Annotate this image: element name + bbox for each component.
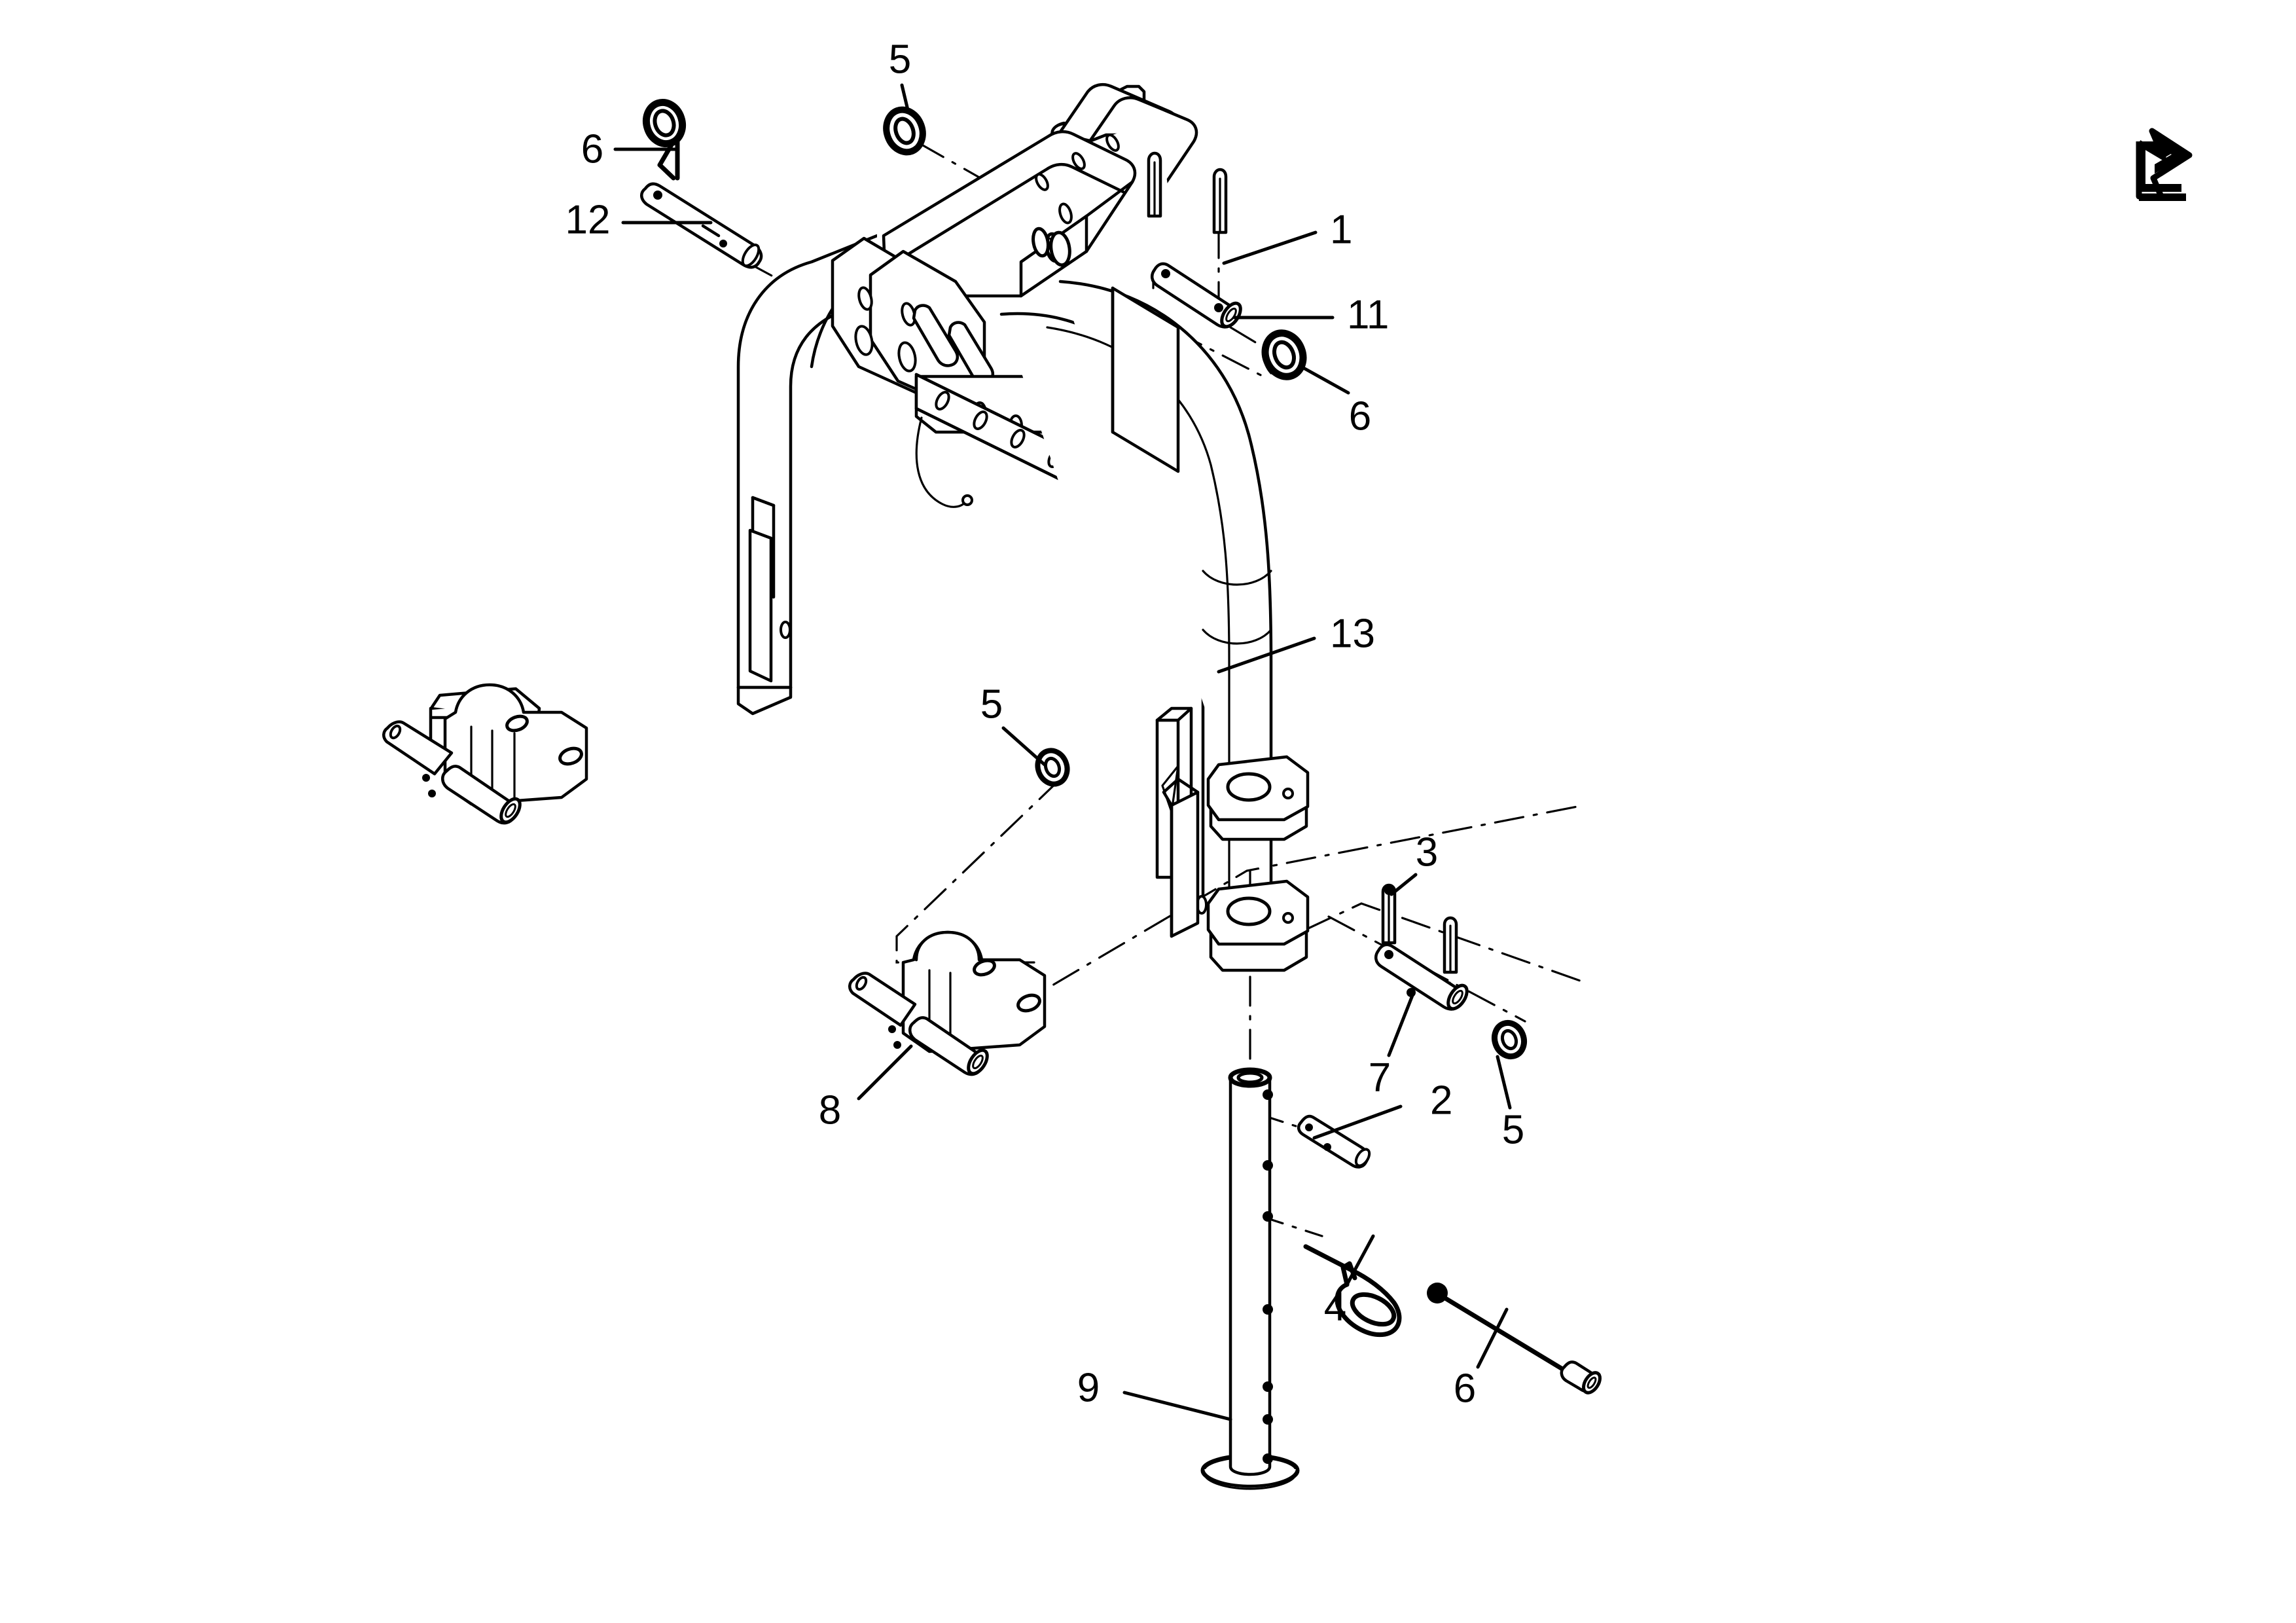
callout-5-right[interactable]: 5 [1496, 1055, 1524, 1152]
callout-3[interactable]: 3 [1390, 830, 1438, 896]
part-7-spring-cotter-pin [642, 98, 687, 181]
callout-1-leader [1222, 230, 1318, 265]
part-13-pin [640, 182, 763, 269]
callout-14-label: 13 [1330, 611, 1375, 656]
callout-6-top[interactable]: 5 [889, 37, 911, 115]
part-8-long-rod [1427, 1283, 1602, 1395]
part-10-bracket-lower [848, 930, 1047, 1076]
part-6b-washer [1261, 329, 1307, 380]
callout-6-label: 5 [889, 37, 911, 82]
part-1-cotter-pin [1147, 151, 1228, 234]
callout-8-leader [1476, 1307, 1509, 1369]
callout-layer: 1 11 5 6 6 12 [565, 37, 1524, 1421]
callout-4[interactable]: 4 [1324, 1234, 1375, 1329]
callout-4-leader [1345, 1234, 1375, 1286]
callout-5b-leader [1496, 1055, 1512, 1110]
callout-8-label: 6 [1454, 1366, 1476, 1411]
callout-4-label: 4 [1324, 1284, 1346, 1329]
main-hitch-assembly [736, 83, 1310, 972]
part-11-jack-post [1200, 1067, 1300, 1490]
part-12-clevis-pin [1151, 262, 1242, 329]
callout-11-leader [1122, 1391, 1232, 1421]
callout-6-mid[interactable]: 6 [1299, 365, 1371, 439]
callout-14[interactable]: 13 [1217, 611, 1375, 674]
callout-6-leader [900, 83, 910, 115]
bracket-upper-left [382, 683, 588, 825]
callout-5-leader [1001, 726, 1047, 767]
part-9-clevis-pin [1374, 943, 1469, 1011]
callout-12-label: 11 [1347, 292, 1389, 337]
callout-13[interactable]: 12 [565, 197, 713, 242]
callout-11-label: 9 [1077, 1365, 1100, 1410]
callout-3-leader [1390, 873, 1418, 896]
callout-9[interactable]: 7 [1369, 992, 1415, 1100]
callout-7[interactable]: 6 [581, 126, 677, 172]
callout-14-leader [1217, 636, 1316, 674]
callout-11[interactable]: 9 [1077, 1365, 1232, 1421]
forward-direction-arrow [2136, 128, 2193, 201]
callout-1-label: 1 [1330, 207, 1352, 252]
part-6-washer-top [883, 106, 926, 156]
part-5-washer-left [1035, 748, 1070, 787]
callout-2[interactable]: 2 [1312, 1078, 1452, 1140]
callout-6b-label: 6 [1349, 393, 1371, 439]
callout-2-leader [1312, 1104, 1403, 1140]
callout-6b-leader [1299, 365, 1350, 395]
callout-10-label: 8 [819, 1087, 841, 1133]
callout-3-label: 3 [1416, 830, 1438, 875]
callout-5b-label: 5 [1502, 1107, 1524, 1152]
part-4-hairpin-clip [1303, 1244, 1402, 1338]
callout-1[interactable]: 1 [1222, 207, 1352, 265]
callout-12[interactable]: 11 [1232, 292, 1389, 337]
callout-13-label: 12 [565, 197, 611, 242]
callout-9-label: 7 [1369, 1055, 1391, 1100]
callout-9-leader [1387, 992, 1415, 1057]
callout-10[interactable]: 8 [819, 1044, 913, 1133]
callout-5-left[interactable]: 5 [980, 682, 1047, 767]
callout-7-label: 6 [581, 126, 603, 172]
callout-5-label: 5 [980, 682, 1003, 727]
callout-2-label: 2 [1430, 1078, 1452, 1123]
part-2-pin [1297, 1114, 1371, 1169]
callout-10-leader [857, 1044, 913, 1101]
part-5b-washer-right [1491, 1019, 1528, 1060]
part-3-cotter-pins [1381, 883, 1458, 974]
callout-8[interactable]: 6 [1454, 1307, 1509, 1411]
